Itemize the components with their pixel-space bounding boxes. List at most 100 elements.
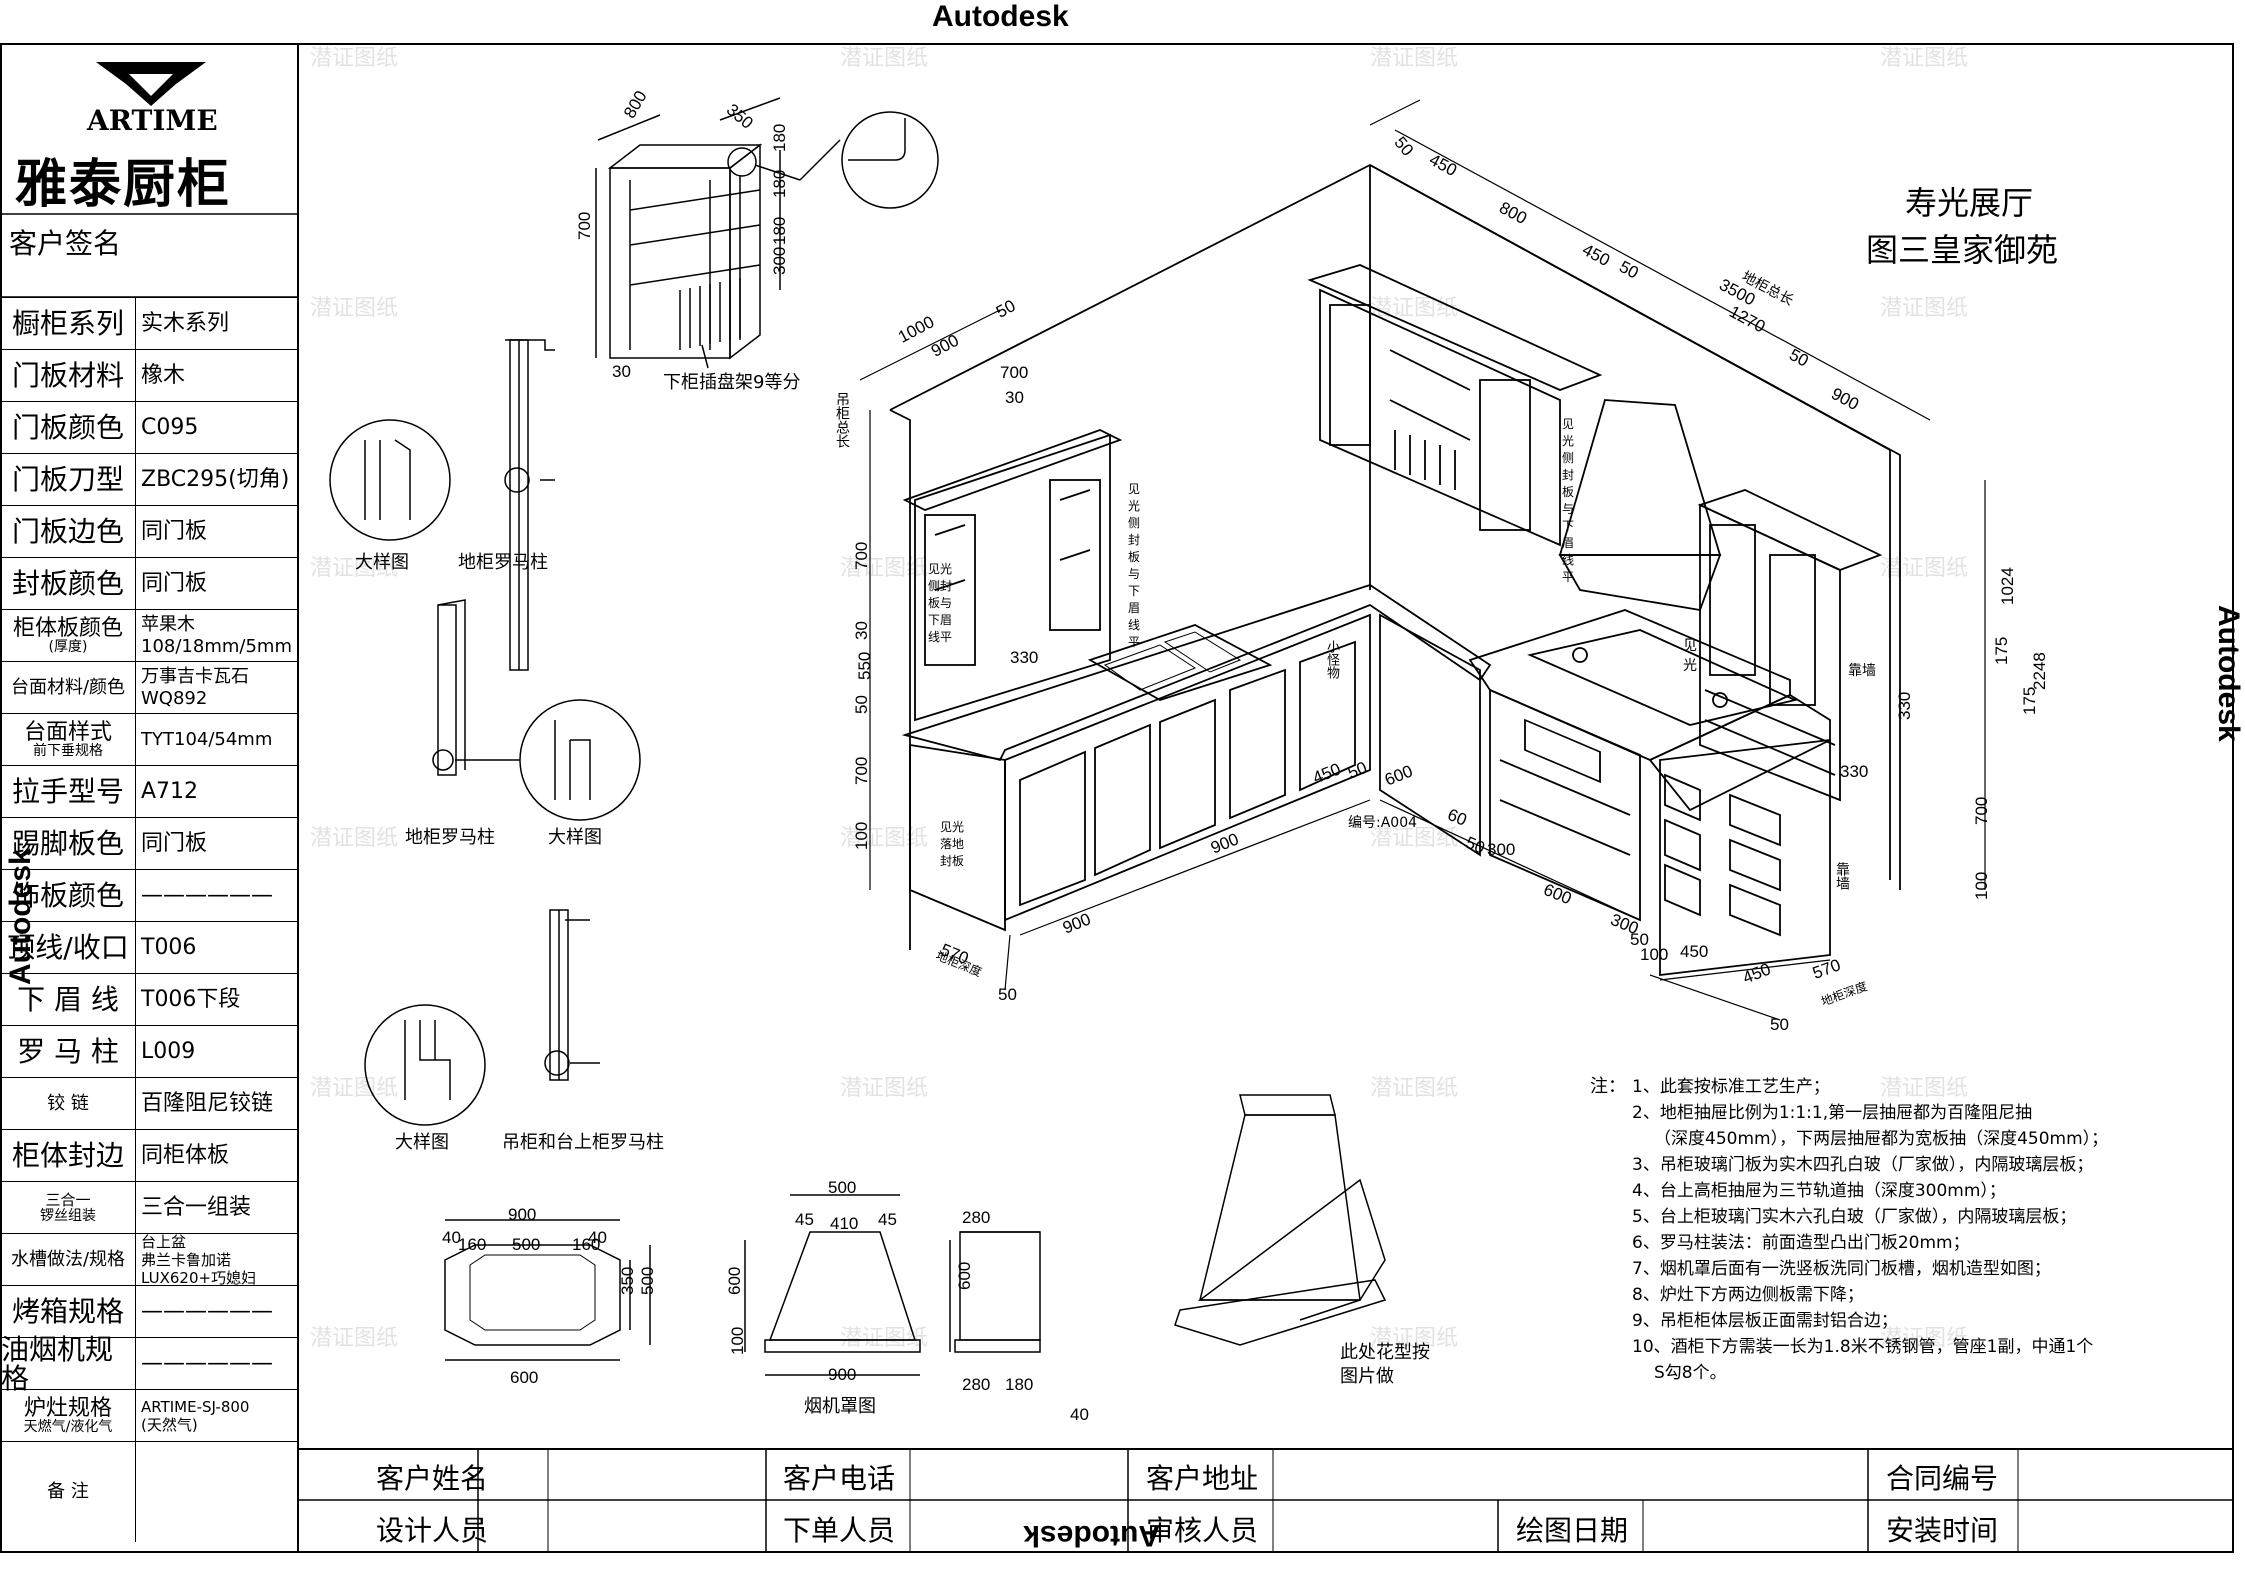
label-order-person: 下单人员 <box>783 1514 896 1547</box>
dim-plan: 100 <box>1640 945 1669 964</box>
range-hood <box>1558 399 1722 612</box>
spec-value-main: 同门板 <box>141 570 208 596</box>
dim-plan: 50 <box>998 985 1017 1004</box>
dim-plan: 330 <box>1840 762 1869 781</box>
spec-value: 万事吉卡瓦石WQ892 <box>141 662 298 714</box>
dim-sink: 500 <box>638 1266 657 1295</box>
spec-value: 台上盆弗兰卡鲁加诺LUX620+巧媳妇 <box>141 1233 298 1287</box>
spec-label: 橱柜系列 <box>1 298 136 350</box>
notes-prefix: 注： <box>1590 1076 1626 1097</box>
dim-plan: 330 <box>1895 691 1914 720</box>
project-title-1: 寿光展厅 <box>1905 184 2034 222</box>
spec-value-main: 三合一组装 <box>141 1194 252 1220</box>
spec-row: 封板颜色同门板 <box>1 557 298 610</box>
note-item: 1、此套按标准工艺生产； <box>1632 1077 1830 1097</box>
spec-label-main: 柜体板颜色 <box>12 616 123 642</box>
label-light-floor: 见光落地封板 <box>940 820 965 868</box>
spec-value: L009 <box>141 1026 298 1078</box>
dim-side: 40 <box>1070 1405 1089 1424</box>
dim-rack: 180 <box>770 216 789 245</box>
dim-sink: 500 <box>512 1235 541 1254</box>
spec-value: 实木系列 <box>141 298 298 350</box>
base-pillar-1 <box>329 339 555 671</box>
spec-value-extra: 弗兰卡鲁加诺LUX620+巧媳妇 <box>141 1251 257 1287</box>
spec-value: 苹果木108/18mm/5mm <box>141 610 298 662</box>
dim-hood: 100 <box>728 1326 747 1355</box>
spec-row: 柜体封边同柜体板 <box>1 1129 298 1182</box>
dim-plan: 700 <box>852 541 871 570</box>
label-client-phone: 客户电话 <box>783 1462 896 1495</box>
hood-front-view <box>744 1194 921 1376</box>
dim-side: 180 <box>1005 1375 1034 1394</box>
note-item: S勾8个。 <box>1654 1363 1727 1383</box>
label-reviewer: 审核人员 <box>1146 1514 1259 1547</box>
brand-name-cn: 雅泰厨柜 <box>15 155 232 215</box>
spec-label-main: 三合一 <box>45 1190 91 1209</box>
dim-plan: 330 <box>1010 648 1039 667</box>
spec-value-main: —————— <box>141 1298 273 1324</box>
spec-row: 油烟机规格—————— <box>1 1334 298 1393</box>
spec-label: 拉手型号 <box>1 766 136 818</box>
spec-label: 铰 链 <box>1 1078 136 1130</box>
hood-isometric <box>1174 1094 1387 1346</box>
spec-label-main: 台面样式 <box>23 720 112 746</box>
project-title-2: 图三皇家御苑 <box>1866 231 2059 269</box>
spec-row: 门板边色同门板 <box>1 505 298 558</box>
dim-plan: 700 <box>1972 796 1991 825</box>
dim-plan: 50 <box>1630 930 1649 949</box>
label-base-pillar-1: 地柜罗马柱 <box>458 552 548 573</box>
base-cabinets-right <box>1379 613 1831 977</box>
spec-row: 门板材料橡木 <box>1 349 298 402</box>
spec-value-extra: (天然气) <box>141 1416 198 1434</box>
label-small-item: 小怪物 <box>1324 640 1339 679</box>
label-detail-3: 大样图 <box>395 1132 449 1153</box>
dim-hood: 410 <box>830 1214 859 1233</box>
spec-label: 门板颜色 <box>1 402 136 454</box>
label-light-side-3: 见光侧封板与下眉线平 <box>1562 417 1575 584</box>
dim-sink: 40 <box>588 1228 607 1247</box>
label-hood-note-1: 此处花型按 <box>1340 1342 1430 1363</box>
spec-row: 铰 链百隆阻尼铰链 <box>1 1077 298 1130</box>
dim-plan: 30 <box>1005 388 1024 407</box>
spec-label-sub: 前下垂规格 <box>33 743 103 760</box>
dim-side: 280 <box>962 1375 991 1394</box>
spec-label: 台面样式前下垂规格 <box>1 714 136 766</box>
spec-label: 油烟机规格 <box>1 1334 136 1393</box>
label-jian: 见光 <box>1683 638 1697 674</box>
spec-value: 同门板 <box>141 558 298 610</box>
spec-label: 炉灶规格天燃气/液化气 <box>1 1390 136 1442</box>
spec-value: ARTIME-SJ-800(天然气) <box>141 1390 298 1442</box>
sink-plan <box>444 1219 651 1361</box>
spec-row: 橱柜系列实木系列 <box>1 297 298 350</box>
spec-value-main: TYT104/54mm <box>141 729 273 751</box>
spec-value-main: 同柜体板 <box>141 1142 230 1168</box>
dim-side: 280 <box>962 1208 991 1227</box>
spec-value: C095 <box>141 402 298 454</box>
wall-cabinet-back <box>1307 264 1603 547</box>
label-contract-no: 合同编号 <box>1886 1462 1999 1495</box>
dim-plan: 2248 <box>2030 652 2049 690</box>
spec-value-main: C095 <box>141 414 199 440</box>
spec-label: 柜体板颜色(厚度) <box>1 610 136 662</box>
note-item: （深度450mm），下两层抽屉都为宽板抽（深度450mm）； <box>1654 1129 2109 1149</box>
dim-sink: 160 <box>458 1235 487 1254</box>
spec-value: ZBC295(切角) <box>141 454 298 506</box>
spec-value: 同门板 <box>141 818 298 870</box>
dim-hood: 45 <box>878 1210 897 1229</box>
dim-plan: 100 <box>852 821 871 850</box>
base-pillar-2 <box>432 599 641 821</box>
note-item: 4、台上高柜抽屉为三节轨道抽（深度300mm）； <box>1632 1181 2006 1201</box>
spec-value-main: 苹果木108/18mm/5mm <box>141 614 292 657</box>
spec-value-main: 橡木 <box>141 362 186 388</box>
dim-rack: 300 <box>770 246 789 275</box>
spec-value-main: 台上盆 <box>141 1233 187 1251</box>
kitchen-sink <box>1087 624 1273 701</box>
bottom-info-block: 客户姓名 客户电话 客户地址 合同编号 设计人员 下单人员 审核人员 绘图日期 … <box>298 1449 2233 1552</box>
wall-pillar <box>364 909 600 1126</box>
client-sign-label: 客户签名 <box>9 227 122 260</box>
